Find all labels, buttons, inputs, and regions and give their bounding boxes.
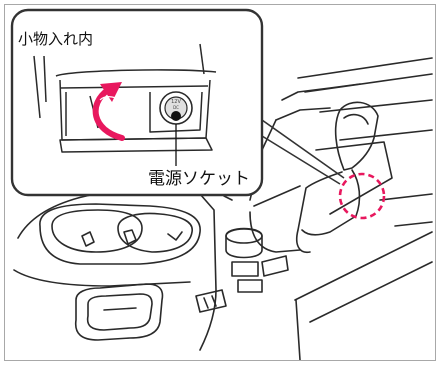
socket-face-text-2: DC (173, 105, 179, 110)
cup-holders (39, 203, 201, 265)
compartment-inset (33, 43, 217, 153)
label-compartment: 小物入れ内 (18, 30, 94, 48)
gear-shift-knob (249, 83, 393, 254)
socket-face-text-1: 12V (171, 99, 181, 105)
console-controls (225, 227, 289, 293)
location-highlight-circle (338, 172, 386, 220)
open-lid-arrow-icon (92, 82, 125, 141)
callout-pointer (261, 119, 345, 185)
label-power-socket: 電源ソケット (148, 169, 250, 189)
seat-switch (195, 289, 227, 313)
lower-tray (74, 283, 164, 341)
callout-box (10, 8, 264, 197)
